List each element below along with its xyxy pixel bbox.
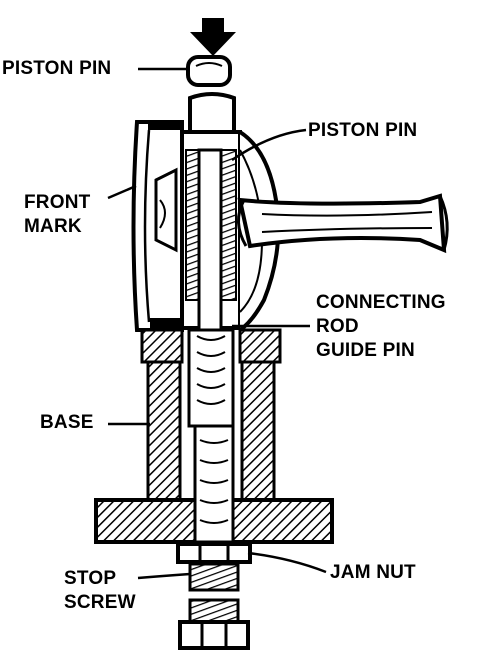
- jam-nut: [176, 542, 252, 564]
- label-guide-pin-line3: GUIDE PIN: [316, 340, 415, 361]
- label-guide-pin-line1: CONNECTING: [316, 292, 446, 313]
- label-front-mark-line2: MARK: [24, 216, 82, 237]
- leader-stop-screw: [137, 572, 191, 580]
- leader-lines: [107, 67, 327, 580]
- label-piston-pin-top: PISTON PIN: [2, 58, 112, 79]
- label-jam-nut: JAM NUT: [330, 562, 416, 583]
- label-stop-screw-line2: SCREW: [64, 592, 136, 613]
- loose-piston-pin: [186, 55, 232, 87]
- piston-pin-bore: [180, 130, 281, 342]
- leader-front-mark: [107, 184, 137, 200]
- press-arrow-icon: [190, 18, 236, 56]
- label-front-mark-line1: FRONT: [24, 192, 91, 213]
- label-piston-pin-right: PISTON PIN: [308, 120, 418, 141]
- piston-body: [131, 120, 184, 332]
- label-base: BASE: [40, 412, 94, 433]
- guide-pin-shaft: [187, 328, 235, 544]
- stop-screw: [178, 562, 250, 650]
- connecting-rod: [237, 193, 449, 254]
- label-stop-screw-line1: STOP: [64, 568, 117, 589]
- label-guide-pin-line2: ROD: [316, 316, 359, 337]
- leader-piston-pin-right: [231, 128, 307, 162]
- leader-jam-nut: [247, 551, 327, 574]
